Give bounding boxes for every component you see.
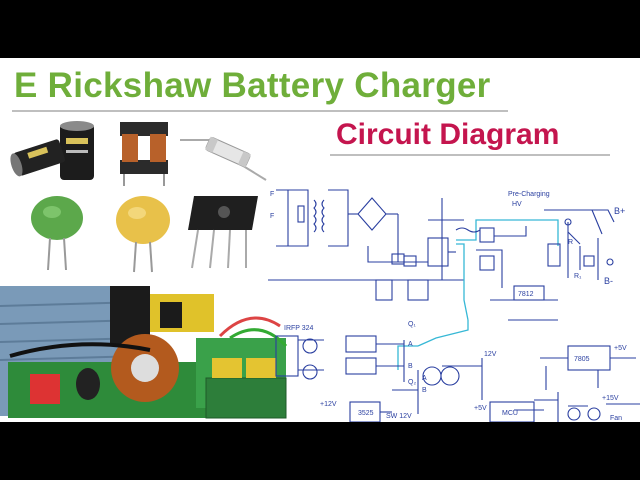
- label-b2: B: [422, 387, 427, 394]
- label-irfp: IRFP 324: [284, 325, 314, 332]
- label-bminus: B-: [604, 276, 613, 286]
- capacitor-photo: [10, 121, 94, 180]
- varistor-photo: [116, 196, 170, 273]
- charger-pcb-photo: [0, 286, 288, 419]
- label-plus12v-a: +12V: [320, 401, 337, 408]
- label-vreg: 7812: [518, 291, 534, 298]
- label-sw12v: SW 12V: [386, 413, 412, 420]
- label-r2: R₁: [574, 273, 582, 280]
- label-f1: F: [270, 213, 274, 220]
- title-line-1: E Rickshaw Battery Charger: [14, 66, 491, 105]
- label-a1: A: [408, 341, 413, 348]
- circuit-schematic: F F Pre-Charging HV B+ B- 7812 R R₁ IRFP…: [268, 189, 640, 422]
- label-hv: HV: [512, 201, 522, 208]
- label-mcu: MCU: [502, 410, 518, 417]
- label-r1: R: [568, 239, 573, 246]
- label-precharging: Pre-Charging: [508, 191, 550, 198]
- label-plus5v-a: +5V: [614, 345, 627, 352]
- label-pwm-ic: 3525: [358, 410, 374, 417]
- label-f2: F: [270, 191, 274, 198]
- label-q2: Q₂: [408, 379, 416, 386]
- label-q1: Q₁: [408, 321, 416, 328]
- title-underline-2: [330, 154, 610, 156]
- label-reg7805: 7805: [574, 356, 590, 363]
- label-fan: Fan: [610, 415, 622, 422]
- label-bplus: B+: [614, 206, 625, 216]
- fuse-photo: [180, 136, 267, 181]
- label-b1: B: [408, 363, 413, 370]
- label-a2: A: [422, 375, 427, 382]
- choke-photo: [120, 122, 168, 186]
- title-line-2: Circuit Diagram: [336, 118, 560, 151]
- title-underline-1: [12, 110, 508, 112]
- ntc-thermistor-photo: [31, 196, 83, 271]
- thumbnail-canvas: E Rickshaw Battery Charger Circuit Diagr…: [0, 58, 640, 422]
- label-plus5v-b: +5V: [474, 405, 487, 412]
- bridge-rectifier-photo: [188, 196, 258, 269]
- label-plus15v: +15V: [602, 395, 619, 402]
- label-plus12v-b: 12V: [484, 351, 497, 358]
